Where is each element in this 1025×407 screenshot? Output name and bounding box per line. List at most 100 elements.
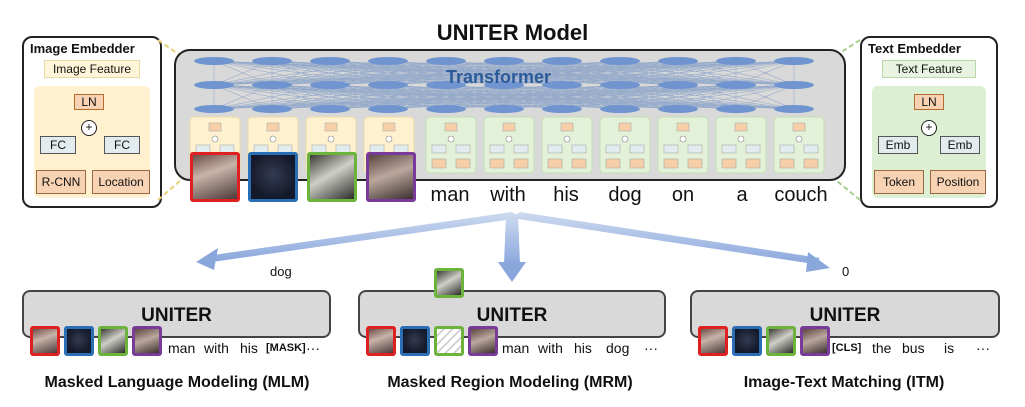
attention-edge	[561, 60, 795, 86]
attention-edge	[677, 84, 795, 110]
text-token-embedder	[773, 116, 825, 174]
transformer-node	[194, 105, 234, 113]
attention-edge	[619, 60, 795, 86]
transformer-node	[774, 105, 814, 113]
image-embedder-title: Image Embedder	[30, 41, 135, 56]
region-thumbnail	[400, 326, 430, 356]
transformer-node	[658, 57, 698, 65]
text-token-embedder	[425, 116, 477, 174]
input-word: a	[736, 184, 748, 206]
text-token-embedder	[715, 116, 767, 174]
attention-edge	[213, 84, 505, 110]
transformer-node	[194, 57, 234, 65]
region-thumbnail	[30, 326, 60, 356]
uniter-model-label: UNITER	[476, 305, 548, 326]
image-plus-icon: +	[81, 120, 97, 136]
token-box: Token	[874, 170, 924, 194]
diagram-title: UNITER Model	[436, 20, 589, 45]
image-feature-box: Image Feature	[44, 60, 140, 78]
predicted-region-thumbnail	[434, 268, 464, 298]
transformer-node	[542, 81, 582, 89]
transformer-node	[600, 105, 640, 113]
transformer-node	[310, 105, 350, 113]
attention-edge	[213, 60, 331, 86]
text-token-embedder	[483, 116, 535, 174]
task-input-token: ···	[976, 340, 990, 356]
attention-edge	[213, 84, 389, 110]
transformer-node	[484, 105, 524, 113]
text-token-embedder	[599, 116, 651, 174]
task-input-token: man	[168, 340, 196, 356]
masked-region-thumbnail	[434, 326, 464, 356]
task-input-token: with	[204, 340, 229, 356]
transformer-node	[310, 57, 350, 65]
transformer-node	[716, 57, 756, 65]
region-thumbnail	[64, 326, 94, 356]
input-word: his	[553, 184, 579, 206]
transformer-node	[600, 81, 640, 89]
attention-edge	[213, 60, 389, 86]
attention-edge	[213, 84, 679, 110]
region-thumbnail	[766, 326, 796, 356]
task-input-token: ···	[644, 340, 658, 356]
task-input-token: ···	[306, 340, 320, 356]
transformer-node	[774, 57, 814, 65]
position-box: Position	[930, 170, 986, 194]
text-plus-icon: +	[921, 120, 937, 136]
attention-edge	[213, 84, 273, 110]
attention-edge	[213, 60, 505, 86]
transformer-node	[484, 57, 524, 65]
text-ln-box: LN	[914, 94, 944, 110]
location-box: Location	[92, 170, 150, 194]
rcnn-box: R-CNN	[36, 170, 86, 194]
attention-edge	[387, 60, 795, 86]
attention-edge	[619, 84, 795, 110]
arrowhead-itm	[806, 252, 830, 272]
transformer-node	[194, 81, 234, 89]
arrow-to-mrm	[504, 214, 520, 264]
arrowhead-mrm	[498, 262, 526, 282]
region-thumbnail	[132, 326, 162, 356]
uniter-task-model: UNITER	[22, 290, 331, 338]
attention-edge	[503, 84, 795, 110]
transformer-node	[484, 81, 524, 89]
region-thumbnail	[248, 152, 298, 202]
transformer-node	[542, 105, 582, 113]
attention-edge	[213, 84, 621, 110]
task-input-token: man	[502, 340, 530, 356]
transformer-node	[600, 57, 640, 65]
attention-edge	[271, 84, 795, 110]
task-input-token: the	[872, 340, 892, 356]
transformer-node	[774, 81, 814, 89]
uniter-model-label: UNITER	[141, 305, 212, 326]
attention-edge	[213, 60, 795, 86]
text-feature-box: Text Feature	[882, 60, 976, 78]
attention-edge	[329, 60, 795, 86]
transformer-label: Transformer	[446, 67, 552, 87]
attention-edge	[213, 60, 679, 86]
attention-edge	[213, 84, 447, 110]
region-thumbnail	[698, 326, 728, 356]
image-embedder-panel: Image Embedder Image Feature LN + FC FC …	[22, 36, 162, 208]
arrow-to-mlm	[206, 212, 520, 262]
text-embedder-title: Text Embedder	[868, 41, 961, 56]
input-word: couch	[774, 184, 828, 206]
region-thumbnail	[800, 326, 830, 356]
task-name: Masked Language Modeling (MLM)	[44, 374, 310, 391]
attention-edge	[213, 60, 737, 86]
region-thumbnail	[307, 152, 357, 202]
input-word: on	[671, 184, 695, 206]
attention-edge	[213, 84, 795, 110]
input-word: man	[430, 184, 470, 206]
task-name: Masked Region Modeling (MRM)	[387, 374, 633, 391]
attention-edge	[387, 84, 795, 110]
attention-edge	[561, 84, 795, 110]
region-thumbnail	[190, 152, 240, 202]
transformer-node	[368, 81, 408, 89]
region-thumbnail	[468, 326, 498, 356]
transformer-node	[716, 105, 756, 113]
region-thumbnail	[366, 326, 396, 356]
arrow-to-itm	[512, 212, 820, 264]
transformer-node	[368, 105, 408, 113]
